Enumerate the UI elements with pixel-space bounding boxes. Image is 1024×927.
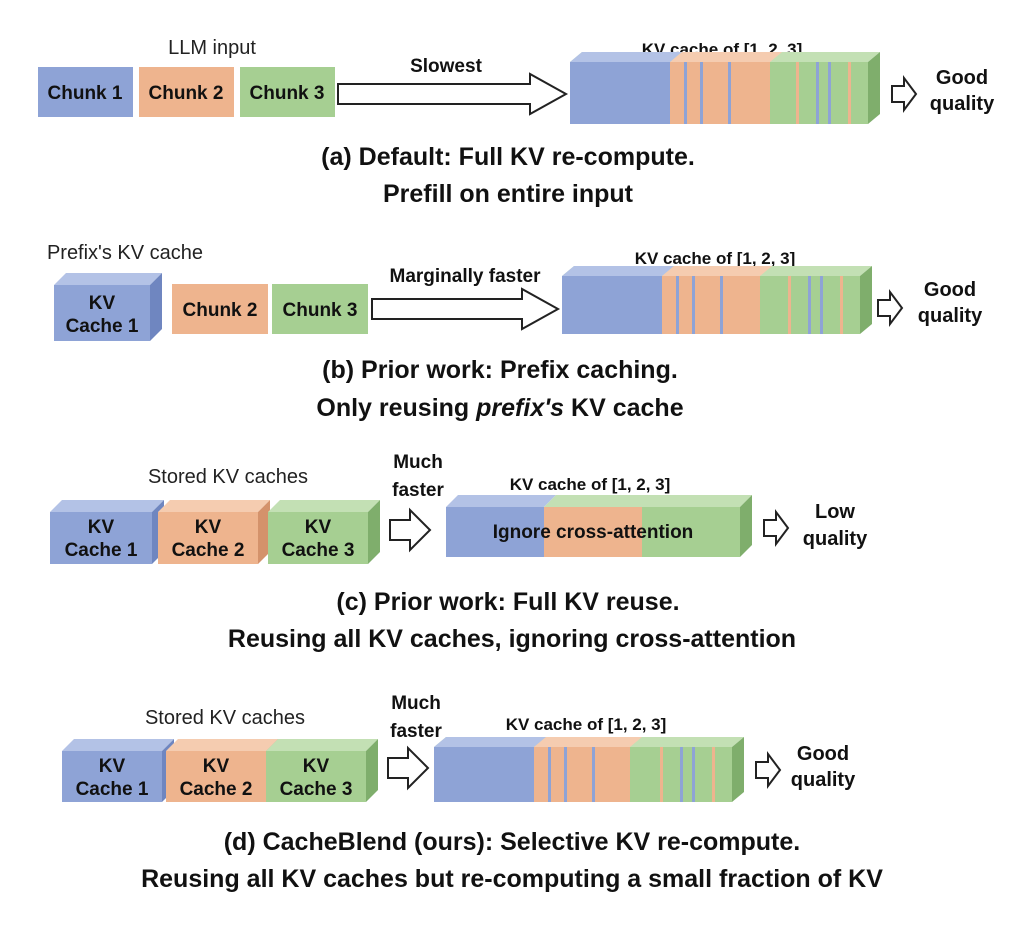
kv-title: KV cache of [1, 2, 3] [635,249,796,268]
caption-b-em: prefix's [475,394,564,422]
kv-title: KV cache of [1, 2, 3] [506,715,667,734]
cache-3-line-2: Cache 3 [280,779,353,800]
prefix-kv-label: Prefix's KV cache [47,242,203,264]
kv-cache-block [434,737,744,802]
kv-cache-2-cube [158,500,270,564]
cache-3-line-2: Cache 3 [282,540,355,561]
cache-1-line-2: Cache 1 [66,316,139,337]
panel-b: Prefix's KV cache KV Cache 1 Chunk 2 Chu… [47,242,983,422]
chunk-3-label: Chunk 3 [283,300,358,321]
panel-d: Stored KV caches KV Cache 1 KV Cache 2 K… [62,693,883,893]
caption-b-line-2: Only reusing prefix's KV cache [316,394,683,422]
kv-title: KV cache of [1, 2, 3] [510,475,671,494]
kv-cache-block [570,52,880,124]
stored-kv-label: Stored KV caches [148,466,308,488]
result-line-2: quality [803,528,868,550]
kv-cache-1-cube [54,273,162,341]
result-line-2: quality [930,93,995,115]
arrow-label-line-1: Much [393,452,443,473]
big-arrow-icon [337,72,569,116]
chunk-1-box [38,67,133,117]
chunk-2-label: Chunk 2 [183,300,258,321]
ignore-cross-attention-label: Ignore cross-attention [493,522,694,543]
cache-1-line-1: KV [89,293,116,314]
big-arrow-icon [371,287,561,331]
chunk-2-box [172,284,268,334]
result-line-1: Low [815,501,855,523]
arrow-label-slowest: Slowest [410,56,482,77]
result-line-2: quality [918,305,983,327]
cache-1-line-2: Cache 1 [65,540,138,561]
cache-2-line-1: KV [203,756,230,777]
small-arrow-icon [877,289,904,327]
caption-d-line-1: (d) CacheBlend (ours): Selective KV re-c… [224,828,801,856]
medium-arrow-icon [389,507,432,553]
medium-arrow-icon [387,745,430,791]
caption-c-line-1: (c) Prior work: Full KV reuse. [336,588,679,616]
result-line-1: Good [797,743,849,765]
result-line-2: quality [791,769,856,791]
result-line-1: Good [924,279,976,301]
chunk-3-box [240,67,335,117]
arrow-label-line-1: Much [391,693,441,714]
stored-kv-label: Stored KV caches [145,707,305,729]
panel-a: LLM input Chunk 1 Chunk 2 Chunk 3 Slowes… [38,37,995,208]
chunk-2-label: Chunk 2 [149,83,224,104]
kv-cache-3-cube [268,500,380,564]
caption-a-line-2: Prefill on entire input [383,180,634,208]
kv-cache-3-cube [266,739,378,802]
cache-3-line-1: KV [305,517,332,538]
cache-1-line-1: KV [88,517,115,538]
kv-cache-block-plain [446,495,752,557]
caption-c-line-2: Reusing all KV caches, ignoring cross-at… [228,625,796,653]
arrow-label-marginal: Marginally faster [390,266,542,287]
cache-2-line-1: KV [195,517,222,538]
llm-input-label: LLM input [168,37,256,59]
cache-3-line-1: KV [303,756,330,777]
kv-cache-2-cube [166,739,278,802]
chunk-2-box [139,67,234,117]
caption-b-pre: Only reusing [316,394,476,422]
small-arrow-icon [755,751,782,789]
caption-b-line-1: (b) Prior work: Prefix caching. [322,356,678,384]
result-line-1: Good [936,67,988,89]
arrow-label-line-2: faster [390,721,442,742]
chunk-1-label: Chunk 1 [48,83,123,104]
caption-d-line-2: Reusing all KV caches but re-computing a… [141,865,883,893]
small-arrow-icon [763,509,790,547]
cache-1-line-2: Cache 1 [76,779,149,800]
caption-b-post: KV cache [564,394,684,422]
chunk-3-box [272,284,368,334]
cache-2-line-2: Cache 2 [180,779,253,800]
panel-c: Stored KV caches KV Cache 1 KV Cache 2 K… [50,452,868,653]
caption-a-line-1: (a) Default: Full KV re-compute. [321,143,695,171]
cache-2-line-2: Cache 2 [172,540,245,561]
small-arrow-icon [891,75,918,113]
cache-1-line-1: KV [99,756,126,777]
arrow-label-line-2: faster [392,480,444,501]
kv-cache-block [562,266,872,334]
chunk-3-label: Chunk 3 [250,83,325,104]
